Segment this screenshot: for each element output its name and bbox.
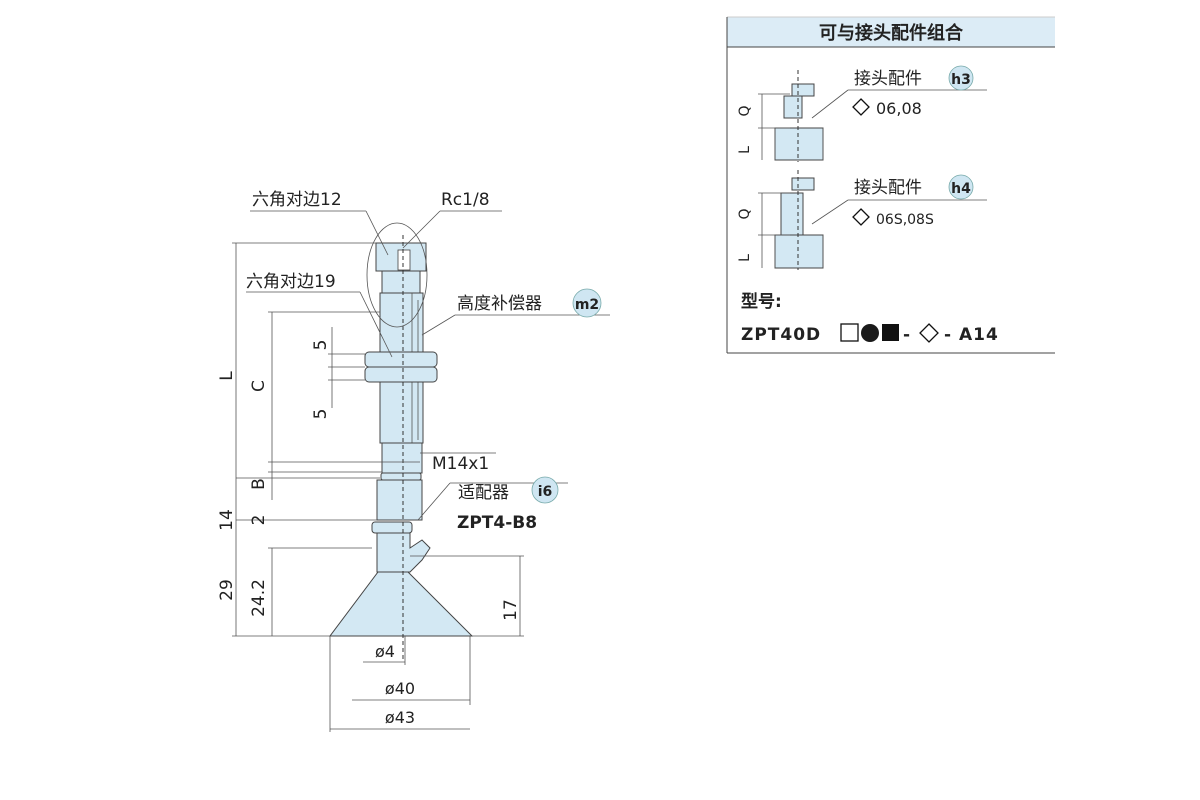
suction-cup	[329, 571, 474, 637]
model-suffix: - A14	[944, 325, 999, 345]
compensator-badge-text: m2	[575, 297, 599, 313]
dim-14: 14	[217, 509, 237, 531]
fitting2-sizes: 06S,08S	[876, 212, 934, 228]
dim-5-top: 5	[311, 340, 331, 351]
rc-label: Rc1/8	[441, 190, 490, 210]
fitting2-badge	[948, 174, 974, 200]
adapter-model: ZPT4-B8	[457, 513, 537, 533]
combo-box: 可与接头配件组合 Q L 接头配件 h3 06,08	[726, 16, 1055, 354]
diamond-icon	[919, 323, 939, 343]
thread-label: M14x1	[432, 454, 489, 474]
adapter-ring	[371, 521, 413, 534]
dimension-lines	[232, 210, 610, 732]
fitting1-sizes: 06,08	[876, 99, 922, 118]
dim-24-2: 24.2	[249, 579, 269, 617]
dim-17: 17	[501, 599, 521, 621]
adapter-hex	[376, 479, 423, 521]
fitting-h4-illustration	[758, 170, 987, 270]
square-outline-icon	[840, 323, 859, 342]
lock-nut-upper	[364, 351, 438, 368]
dim-29: 29	[217, 579, 237, 601]
fitting1-dim-l: L	[737, 146, 753, 154]
diamond-icon	[852, 208, 870, 226]
adapter-badge	[531, 476, 559, 504]
dim-B: B	[249, 478, 269, 490]
combo-header	[727, 17, 1055, 47]
model-prefix: ZPT40D	[741, 325, 821, 345]
fitting1-badge-text: h3	[951, 72, 971, 88]
adapter-badge-text: i6	[538, 484, 553, 500]
detail-circle	[366, 222, 428, 328]
fitting1-dim-q: Q	[737, 105, 753, 116]
lock-nut-lower	[364, 366, 438, 383]
dim-phi40: ø40	[385, 679, 415, 698]
fitting2-badge-text: h4	[951, 181, 971, 197]
hex12-label: 六角对边12	[252, 190, 342, 210]
adapter-label: 适配器	[458, 483, 509, 503]
model-separator: -	[903, 325, 910, 345]
dim-C: C	[249, 380, 269, 392]
filled-square-icon	[882, 324, 899, 341]
dim-phi4: ø4	[375, 642, 395, 661]
dim-2: 2	[249, 515, 269, 526]
filled-circle-icon	[861, 324, 879, 342]
ring	[380, 472, 422, 481]
dim-phi43: ø43	[385, 708, 415, 727]
hex19-label: 六角对边19	[246, 272, 336, 292]
dim-L: L	[217, 371, 237, 381]
fitting2-dim-q: Q	[737, 208, 753, 219]
dim-5-bottom: 5	[311, 409, 331, 420]
model-label: 型号:	[741, 291, 782, 312]
lower-shaft	[381, 442, 423, 474]
fitting2-label: 接头配件	[854, 178, 922, 198]
fitting1-label: 接头配件	[854, 69, 922, 89]
compensator-label: 高度补偿器	[457, 294, 542, 314]
fitting2-dim-l: L	[737, 254, 753, 262]
diamond-icon	[852, 98, 870, 116]
upper-neck	[381, 270, 421, 294]
fitting-h3-illustration	[758, 70, 987, 162]
combo-title: 可与接头配件组合	[819, 22, 964, 44]
fitting1-badge	[948, 65, 974, 91]
vacuum-pad-assembly	[329, 222, 474, 660]
compensator-badge	[572, 288, 602, 318]
